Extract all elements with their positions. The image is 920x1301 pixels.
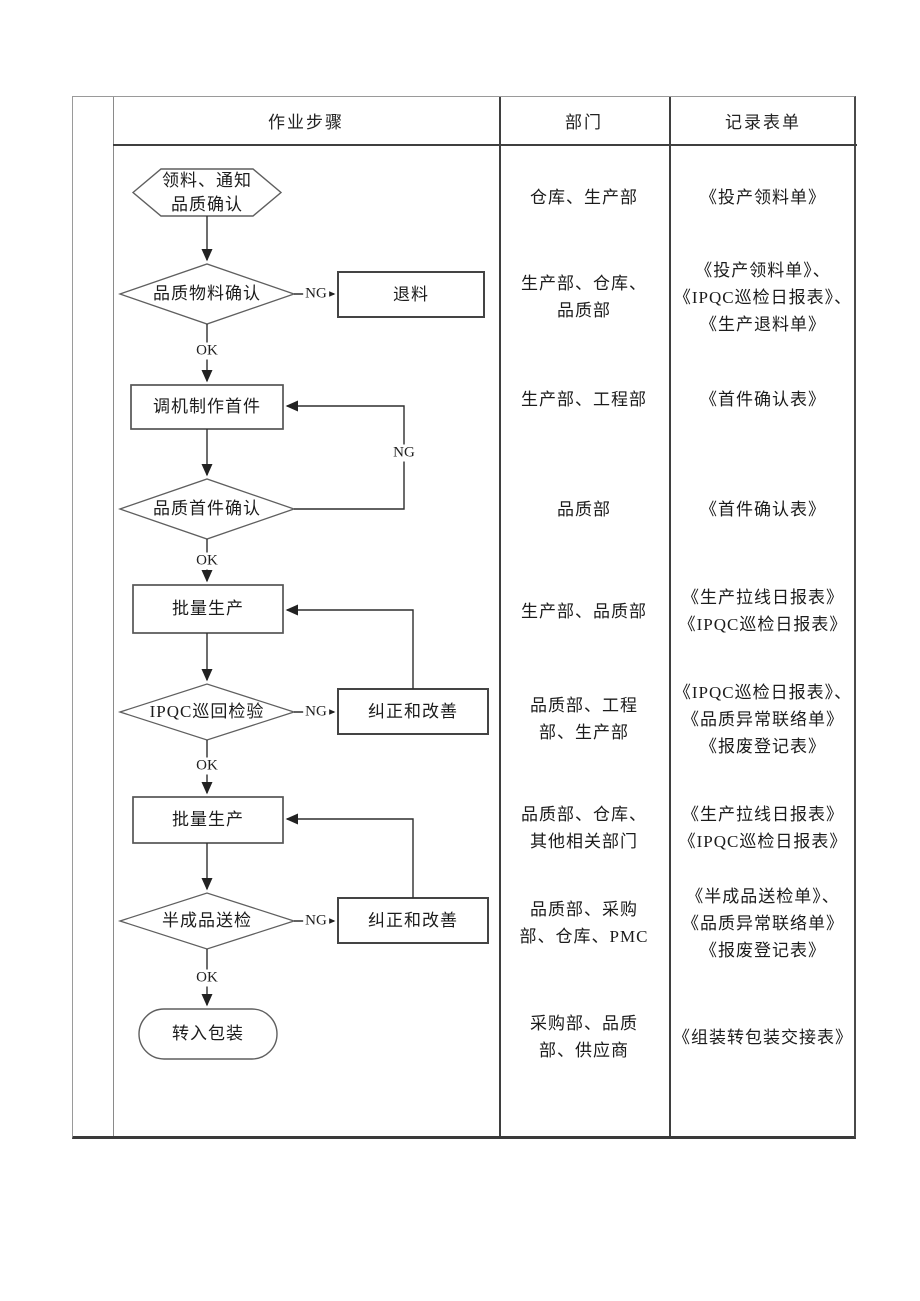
ok-label-material-check: OK bbox=[194, 342, 220, 360]
records-cell: 《投产领料单》、 《IPQC巡检日报表》、 《生产退料单》 bbox=[673, 260, 853, 334]
ng-label-ipqc-check: NG bbox=[303, 703, 329, 721]
column-header-steps: 作业步骤 bbox=[268, 113, 344, 132]
return-box-label: 退料 bbox=[393, 284, 429, 304]
ok-label-ipqc-check: OK bbox=[194, 757, 220, 775]
material-check-label: 品质物料确认 bbox=[153, 284, 261, 303]
ng-label-semi-check: NG bbox=[303, 912, 329, 930]
loop-ng-first-piece-check bbox=[285, 400, 405, 510]
first-piece-box-label: 调机制作首件 bbox=[153, 397, 261, 416]
ng-label-first-piece-loop: NG bbox=[391, 444, 417, 462]
department-cell: 生产部、品质部 bbox=[521, 601, 647, 621]
loop-correct-2-to-batch-2 bbox=[285, 813, 414, 898]
end-stadium-shape bbox=[138, 1008, 278, 1060]
records-cell: 《半成品送检单》、 《品质异常联络单》 《报废登记表》 bbox=[682, 886, 844, 960]
return-box-shape bbox=[337, 271, 485, 318]
correct-improve-2-label: 纠正和改善 bbox=[368, 910, 458, 930]
semi-product-check-label: 半成品送检 bbox=[162, 911, 252, 930]
records-cell: 《组装转包装交接表》 bbox=[673, 1027, 853, 1047]
department-cell: 生产部、工程部 bbox=[521, 389, 647, 409]
department-cell: 品质部、采购 部、仓库、PMC bbox=[519, 900, 649, 946]
records-cell: 《IPQC巡检日报表》、 《品质异常联络单》 《报废登记表》 bbox=[673, 682, 853, 756]
department-cell: 品质部、仓库、 其他相关部门 bbox=[521, 805, 647, 851]
flowchart-canvas bbox=[117, 168, 489, 1060]
first-piece-check-label: 品质首件确认 bbox=[153, 499, 261, 518]
column-header-department: 部门 bbox=[565, 113, 603, 132]
ok-label-first-piece-check: OK bbox=[194, 552, 220, 570]
divider-steps-department bbox=[499, 97, 501, 1136]
records-cell: 《首件确认表》 bbox=[700, 389, 826, 409]
department-cell: 品质部、工程 部、生产部 bbox=[530, 696, 638, 742]
batch-production-1-label: 批量生产 bbox=[172, 599, 244, 618]
batch-production-2-label: 批量生产 bbox=[172, 810, 244, 829]
end-stadium-label: 转入包装 bbox=[172, 1024, 244, 1043]
ng-label-material-check: NG bbox=[303, 285, 329, 303]
header-bottom-border bbox=[113, 144, 857, 146]
ok-label-semi-check: OK bbox=[194, 969, 220, 987]
department-cell: 品质部 bbox=[557, 499, 611, 519]
department-cell: 仓库、生产部 bbox=[530, 187, 638, 207]
batch-production-1-box-shape bbox=[132, 584, 284, 634]
column-header-records: 记录表单 bbox=[725, 113, 801, 132]
ipqc-check-label: IPQC巡回检验 bbox=[149, 702, 265, 721]
department-cell: 生产部、仓库、 品质部 bbox=[521, 274, 647, 320]
start-hexagon-shape bbox=[131, 168, 283, 217]
divider-department-records bbox=[669, 97, 671, 1136]
correct-improve-1-label: 纠正和改善 bbox=[368, 701, 458, 721]
process-flow-table: 作业步骤 部门 记录表单 bbox=[72, 96, 857, 1139]
records-cell: 《首件确认表》 bbox=[700, 499, 826, 519]
loop-correct-1-to-batch-1 bbox=[285, 604, 414, 689]
start-hexagon-label: 领料、通知 品质确认 bbox=[162, 170, 252, 214]
records-cell: 《生产拉线日报表》 《IPQC巡检日报表》 bbox=[678, 805, 848, 851]
records-cell: 《生产拉线日报表》 《IPQC巡检日报表》 bbox=[678, 588, 848, 634]
department-cell: 采购部、品质 部、供应商 bbox=[530, 1014, 638, 1060]
correct-improve-1-box-shape bbox=[337, 688, 489, 735]
divider-left-margin-column bbox=[113, 97, 114, 1136]
records-cell: 《投产领料单》 bbox=[700, 187, 826, 207]
batch-production-2-box-shape bbox=[132, 796, 284, 844]
